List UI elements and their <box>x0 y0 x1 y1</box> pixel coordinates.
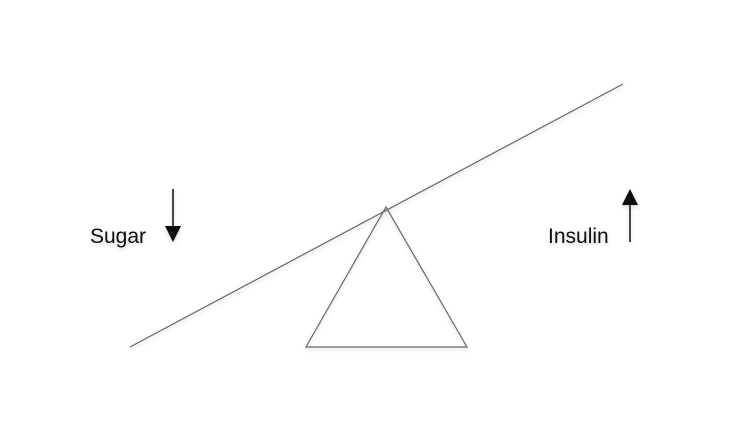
insulin-label: Insulin <box>548 225 609 248</box>
sugar-label: Sugar <box>90 225 146 248</box>
seesaw-plank <box>129 83 624 348</box>
arrow-down-icon <box>165 189 181 242</box>
seesaw-fulcrum <box>304 205 469 348</box>
arrow-up-icon <box>622 189 638 242</box>
